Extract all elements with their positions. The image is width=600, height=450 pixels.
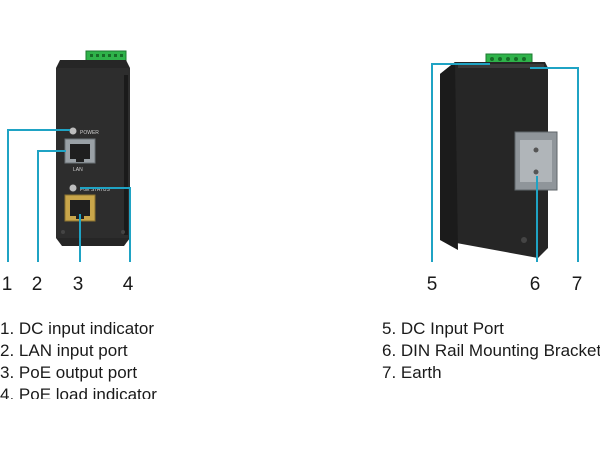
- legend-item-3: 3. PoE output port: [0, 363, 138, 382]
- poe-load-indicator-led: [69, 184, 77, 192]
- power-label: POWER: [80, 130, 99, 136]
- image-crop-edge: [0, 399, 600, 450]
- legend-item-1: 1. DC input indicator: [0, 319, 155, 338]
- front-leader-lines: [7, 129, 131, 262]
- legend-item-2: 2. LAN input port: [0, 341, 128, 360]
- callout-6: 6: [529, 274, 541, 295]
- legend-item-6: 6. DIN Rail Mounting Bracket: [382, 341, 600, 360]
- legend-side: 5. DC Input Port 6. DIN Rail Mounting Br…: [382, 318, 600, 384]
- callout-7: 7: [571, 274, 583, 295]
- side-body: [440, 62, 548, 258]
- callout-3: 3: [72, 274, 84, 295]
- dc-input-indicator-led: [69, 127, 77, 135]
- lan-label: LAN: [73, 167, 83, 173]
- front-view-device: POWER LAN PoE STATUS: [56, 50, 130, 246]
- legend-item-7: 7. Earth: [382, 363, 442, 382]
- poe-status-label: PoE STATUS: [80, 187, 110, 193]
- callout-2: 2: [31, 274, 43, 295]
- side-leader-lines: [431, 63, 579, 262]
- callout-5: 5: [426, 274, 438, 295]
- callout-4: 4: [122, 274, 134, 295]
- side-view-device: [440, 53, 558, 258]
- callout-1: 1: [1, 274, 13, 295]
- legend-front: 1. DC input indicator 2. LAN input port …: [0, 318, 157, 406]
- legend-item-5: 5. DC Input Port: [382, 319, 504, 338]
